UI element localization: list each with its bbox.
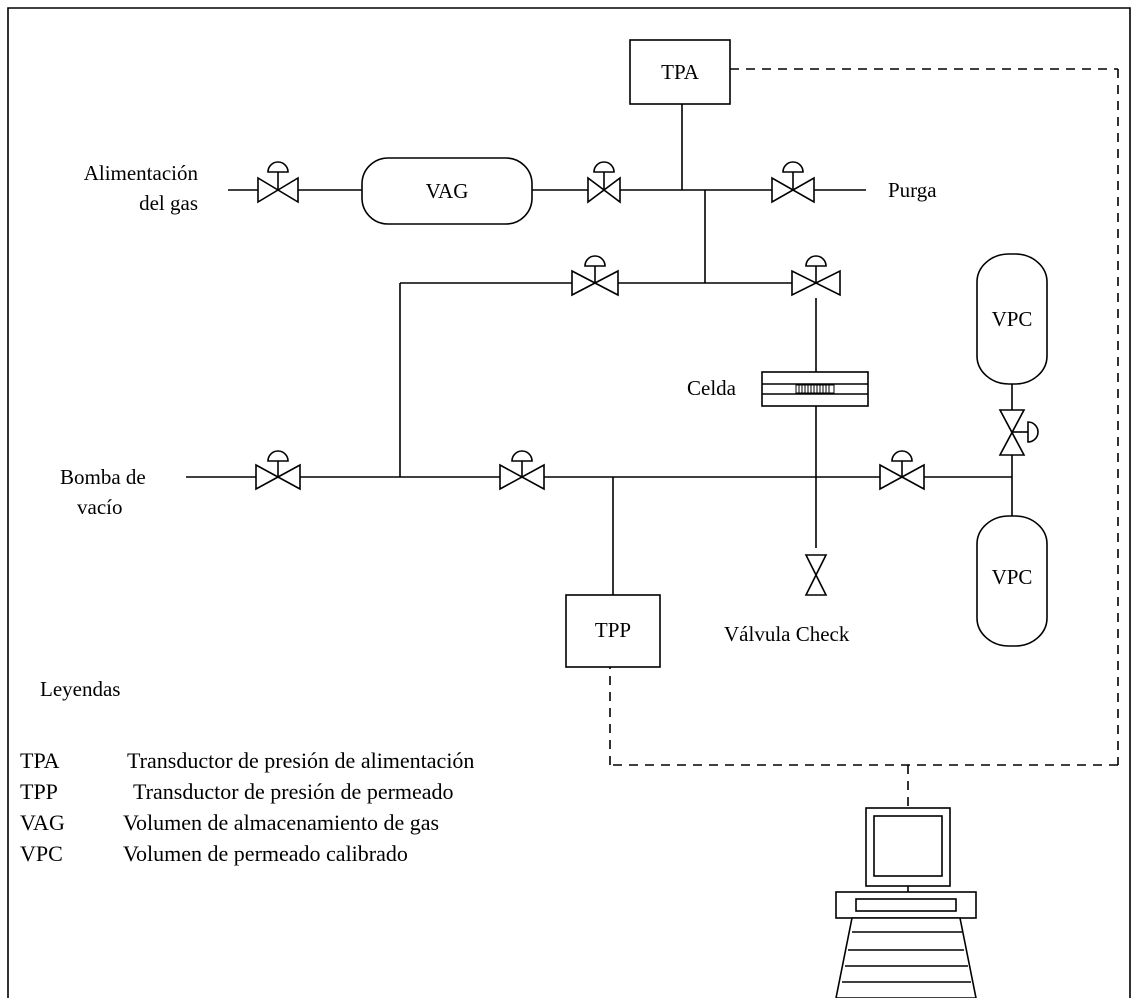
valve-purge — [771, 161, 815, 204]
vpc-top-label: VPC — [992, 307, 1033, 331]
computer-icon — [835, 807, 977, 998]
legend-text-tpp: Transductor de presión de permeado — [133, 779, 454, 804]
legend-title: Leyendas — [40, 677, 120, 701]
valve-vag-outlet — [587, 161, 621, 204]
feed-label-line1: Alimentación — [84, 161, 199, 185]
vag-vessel: VAG — [361, 157, 533, 225]
tpp-box: TPP — [565, 594, 661, 668]
tpp-label: TPP — [595, 618, 631, 642]
vpc-top-vessel: VPC — [976, 253, 1048, 385]
legend-text-tpa: Transductor de presión de alimentación — [127, 748, 474, 773]
signal-lines — [609, 68, 1119, 808]
valve-feed — [257, 161, 299, 204]
vpc-bottom-label: VPC — [992, 565, 1033, 589]
valve-second-left — [571, 255, 619, 297]
tpa-label: TPA — [661, 60, 700, 84]
valve-cell-inlet — [791, 255, 841, 297]
cell-label: Celda — [687, 376, 737, 400]
legend-abbr-tpa: TPA — [20, 748, 60, 773]
legend-abbr-vpc: VPC — [20, 841, 63, 866]
legend-abbr-tpp: TPP — [20, 779, 58, 804]
check-valve-label: Válvula Check — [724, 622, 850, 646]
valve-main-middle — [499, 450, 545, 491]
legend: Leyendas TPA Transductor de presión de a… — [20, 677, 474, 866]
pump-label-line2: vacío — [77, 495, 122, 519]
legend-text-vpc: Volumen de permeado calibrado — [123, 841, 408, 866]
cell-membrane — [761, 371, 869, 407]
valve-pump — [255, 450, 301, 491]
valve-vpc-between — [998, 409, 1039, 456]
purge-label: Purga — [888, 178, 937, 202]
vag-label: VAG — [426, 179, 469, 203]
vpc-bottom-vessel: VPC — [976, 515, 1048, 647]
legend-text-vag: Volumen de almacenamiento de gas — [123, 810, 439, 835]
frame-border — [7, 7, 1131, 998]
valve-main-right — [879, 450, 925, 491]
feed-label-line2: del gas — [139, 191, 198, 215]
pump-label-line1: Bomba de — [60, 465, 146, 489]
piping — [186, 104, 1013, 595]
check-valve — [804, 554, 828, 596]
legend-abbr-vag: VAG — [20, 810, 65, 835]
tpa-box: TPA — [629, 39, 731, 105]
